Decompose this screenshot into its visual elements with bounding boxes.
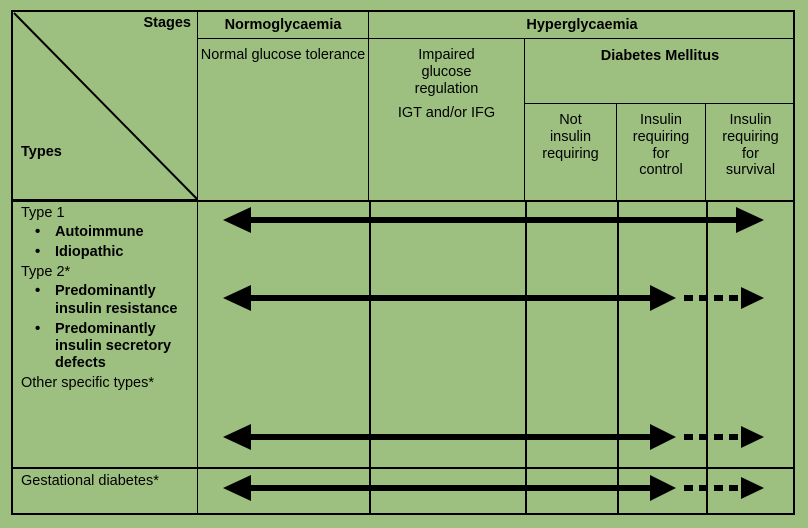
header-insulin-requiring-for-survival: Insulin requiring for survival [706,104,795,200]
nir-line-2: insulin [549,128,592,145]
type-2-arrow [223,285,764,311]
header-normoglycaemia: Normoglycaemia [198,12,369,39]
irc-line-1: Insulin [640,112,682,128]
igr-line-2: glucose [421,63,472,80]
header-normoglycaemia-label: Normoglycaemia [224,16,342,33]
header-hyperglycaemia-label: Hyperglycaemia [526,16,638,33]
irs-line-1: Insulin [729,112,772,128]
bullet-autoimmune: Autoimmune [35,223,193,241]
type-2-bullet-list: Predominantly insulin resistance Predomi… [21,282,193,372]
header-normal-glucose-tolerance-label: Normal glucose tolerance [200,47,366,63]
corner-header-cell: Stages Types [13,12,198,200]
irs-line-4: survival [725,162,776,179]
bullet-insulin-resistance: Predominantly insulin resistance [35,282,193,317]
header-normal-glucose-tolerance: Normal glucose tolerance [198,39,369,200]
types-axis-label: Types [21,144,62,160]
nir-line-1: Not [559,112,582,128]
nir-line-3: requiring [542,145,599,162]
igr-line-1: Impaired [418,47,475,63]
irc-line-4: control [639,162,683,179]
gestational-diabetes-arrow [223,475,764,501]
bullet-idiopathic: Idiopathic [35,243,193,261]
type-1-arrow [223,207,764,233]
igr-line-3: regulation [414,80,479,97]
body-gridline-1 [369,201,371,513]
header-insulin-requiring-for-control: Insulin requiring for control [617,104,706,200]
row-label-types-group: Type 1 Autoimmune Idiopathic Type 2* Pre… [13,201,198,467]
row-title-type-2: Type 2* [21,264,71,281]
stages-axis-label: Stages [143,15,191,31]
header-impaired-glucose-regulation: Impaired glucose regulation IGT and/or I… [369,39,525,200]
classification-table: Stages Types Normoglycaemia Hyperglycaem… [11,10,795,515]
body-gridline-3 [617,201,619,513]
body-gridline-2 [525,201,527,513]
header-not-insulin-requiring: Not insulin requiring [525,104,617,200]
row-title-gestational-diabetes: Gestational diabetes* [21,473,159,489]
header-bottom-rule [13,200,793,202]
row-title-type-1: Type 1 [21,205,65,221]
diagonal-divider-line-icon [13,12,198,200]
header-hyperglycaemia: Hyperglycaemia [369,12,795,39]
irc-line-3: for [652,145,670,162]
row-title-other-specific-types: Other specific types* [21,374,154,391]
body-gridline-4 [706,201,708,513]
other-specific-types-arrow [223,424,764,450]
irc-line-2: requiring [632,128,690,145]
row-separator-rule [13,467,793,469]
type-1-bullet-list: Autoimmune Idiopathic [21,223,193,261]
row-label-gestational-diabetes: Gestational diabetes* [13,468,198,513]
bullet-insulin-secretory-defects: Predominantly insulin secretory defects [35,320,193,372]
igr-line-4: IGT and/or IFG [397,105,496,122]
header-diabetes-mellitus-label: Diabetes Mellitus [600,48,720,64]
irs-line-2: requiring [722,128,779,145]
header-diabetes-mellitus: Diabetes Mellitus [525,39,795,104]
irs-line-3: for [742,145,759,162]
